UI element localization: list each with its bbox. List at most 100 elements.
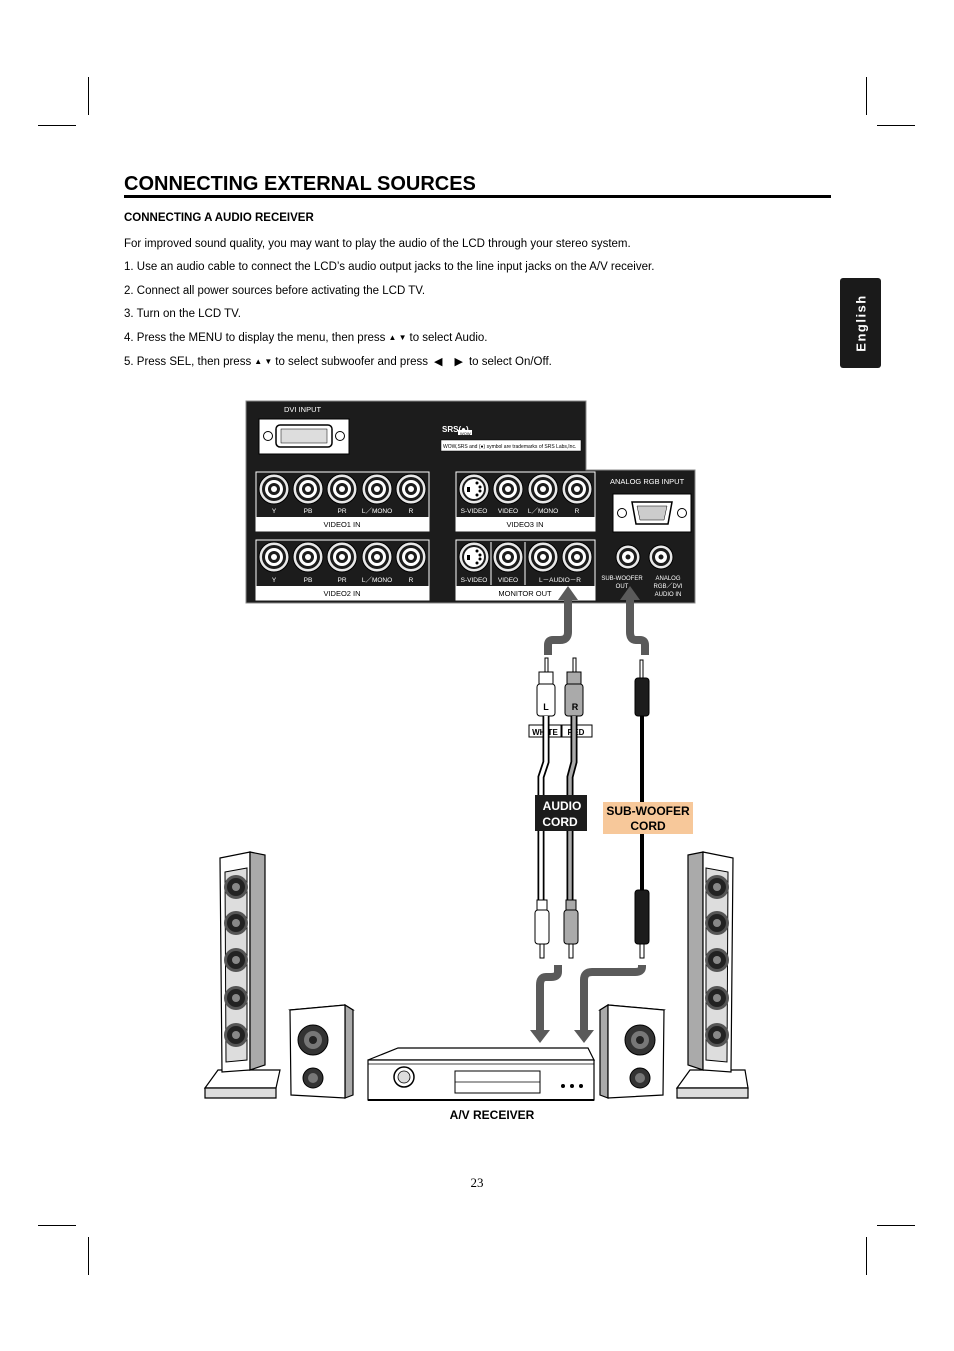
video1-y-jack (258, 473, 290, 505)
video1-r-jack (395, 473, 427, 505)
dvi-input-label: DVI INPUT (284, 405, 322, 414)
jack-label: PB (304, 508, 313, 515)
crop-mark (866, 1237, 867, 1275)
speaker-cone (224, 986, 248, 1010)
subwoofer-down-arrow (574, 965, 646, 1043)
right-tower-speaker (675, 851, 749, 1099)
crop-mark (88, 1237, 89, 1275)
page-title: CONNECTING EXTERNAL SOURCES (124, 173, 476, 195)
speaker-cone (705, 948, 729, 972)
right-bookshelf-speaker (598, 1003, 666, 1099)
srs-trademark-text: WOW,SRS and (●) symbol are trademarks of… (443, 444, 576, 450)
audio-up-arrow (544, 586, 578, 655)
audio-down-arrow (530, 965, 562, 1043)
video2-in-label: VIDEO2 IN (323, 589, 360, 598)
subwoofer-out-jack (615, 544, 641, 570)
jack-label: VIDEO (498, 577, 518, 584)
left-arrow-icon: ◀ (434, 356, 443, 368)
title-rule (124, 195, 831, 198)
svg-text:WOW: WOW (460, 431, 471, 436)
intro-text: For improved sound quality, you may want… (124, 238, 631, 250)
step-4: 4. Press the MENU to display the menu, t… (124, 331, 488, 345)
speaker-cone (224, 875, 248, 899)
video2-r-jack (395, 541, 427, 573)
analog-audio-in-jack (648, 544, 674, 570)
video2-pr-jack (326, 541, 358, 573)
analog-audio-label: ANALOG (655, 576, 680, 582)
analog-rgb-input-label: ANALOG RGB INPUT (610, 477, 685, 486)
section-heading: CONNECTING A AUDIO RECEIVER (124, 212, 314, 224)
video1-in-label-strip (256, 517, 429, 531)
speaker-cone (705, 911, 729, 935)
analog-audio-label-3: AUDIO IN (655, 592, 682, 598)
speaker-cone (224, 948, 248, 972)
subwoofer-up-arrow (620, 586, 649, 655)
crop-mark (877, 125, 915, 126)
jack-label: L／MONO (362, 507, 392, 515)
step-5-text-end: to select On/Off. (468, 356, 552, 368)
language-tab: English (840, 278, 881, 368)
page-number: 23 (470, 1175, 484, 1190)
step-4-text: 4. Press the MENU to display the menu, t… (124, 332, 386, 344)
jack-label: S-VIDEO (461, 508, 488, 515)
analog-audio-label-2: RGB／DVI (653, 583, 682, 590)
left-tower-speaker (203, 851, 281, 1099)
step-5: 5. Press SEL, then press▲ ▼to select sub… (124, 355, 552, 369)
video2-pb-jack (292, 541, 324, 573)
subwoofer-out-label: SUB-WOOFER (601, 576, 643, 582)
monitor-out-label: MONITOR OUT (498, 589, 552, 598)
svg-text:SRS(●): SRS(●) (442, 425, 469, 434)
speaker-cone (224, 1023, 248, 1047)
jack-label: R (409, 508, 414, 515)
video3-r-jack (561, 473, 593, 505)
plug-letter-r: R (572, 702, 579, 712)
monitor-svideo-jack (458, 541, 490, 573)
step-1: 1. Use an audio cable to connect the LCD… (124, 261, 655, 273)
step-5-text: 5. Press SEL, then press (124, 356, 252, 368)
video2-y-jack (258, 541, 290, 573)
subwoofer-cord-label: SUB-WOOFER CORD (603, 802, 693, 834)
plug-letter-l: L (543, 702, 549, 712)
right-arrow-icon: ▶ (454, 356, 463, 368)
video3-in-label: VIDEO3 IN (506, 520, 543, 529)
video1-pr-jack (326, 473, 358, 505)
svg-text:SUB-WOOFER: SUB-WOOFER (606, 804, 690, 818)
crop-mark (38, 1225, 76, 1226)
jack-label: VIDEO (498, 508, 518, 515)
crop-mark (88, 77, 89, 115)
speaker-cone (705, 1023, 729, 1047)
crop-mark (877, 1225, 915, 1226)
video1-in-label: VIDEO1 IN (323, 520, 360, 529)
step-2: 2. Connect all power sources before acti… (124, 285, 426, 297)
step-4-text-end: to select Audio. (409, 332, 488, 344)
jack-label: Y (272, 508, 277, 515)
crop-mark (38, 125, 76, 126)
video3-l-jack (527, 473, 559, 505)
jack-label: L／MONO (528, 507, 558, 515)
jack-label: PB (304, 577, 313, 584)
monitor-out-label-strip (456, 586, 595, 600)
subwoofer-out-label-2: OUT (616, 584, 629, 590)
srs-logo: SRS(●) WOW (441, 423, 472, 436)
video1-pb-jack (292, 473, 324, 505)
av-receiver-label: A/V RECEIVER (450, 1108, 535, 1122)
srs-trademark-box (440, 439, 582, 452)
audio-cord: L R WHITE RED (528, 657, 593, 959)
up-down-arrows-icon: ▲ ▼ (254, 357, 273, 366)
jack-label: R (409, 577, 414, 584)
dvi-input-connector (258, 418, 350, 455)
video2-in-label-strip (256, 586, 429, 600)
jack-label: PR (337, 508, 346, 515)
crop-mark (866, 77, 867, 115)
jack-label: L／MONO (362, 576, 392, 584)
video3-in-label-strip (456, 517, 595, 531)
step-3: 3. Turn on the LCD TV. (124, 308, 241, 320)
speaker-cone (224, 911, 248, 935)
svg-text:AUDIO: AUDIO (543, 799, 582, 813)
speaker-cone (705, 986, 729, 1010)
lcd-back-panel: DVI INPUT SRS(●) WOW WOW,SRS and (●) sym… (245, 400, 696, 604)
jack-label: PR (337, 577, 346, 584)
monitor-video-jack (492, 541, 524, 573)
video3-video-jack (492, 473, 524, 505)
